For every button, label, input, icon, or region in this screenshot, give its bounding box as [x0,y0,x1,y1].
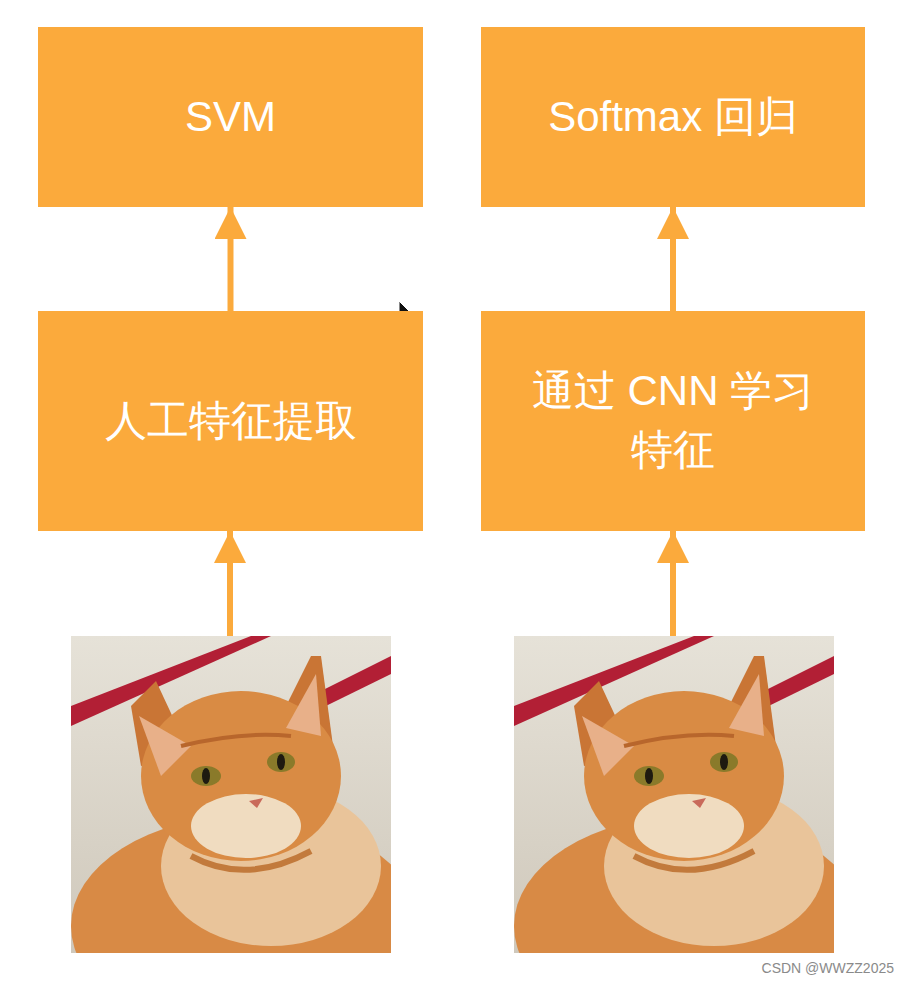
input-arrow [227,531,233,636]
process-box: 通过 CNN 学习 特征 [481,311,865,531]
cat-photo [514,636,864,983]
box-label: 通过 CNN 学习 特征 [511,362,835,480]
box-label: SVM [185,88,276,147]
process-box: Softmax 回归 [481,27,865,207]
process-box: SVM [38,27,423,207]
process-box: 人工特征提取 [38,311,423,531]
box-label: Softmax 回归 [548,88,798,147]
flow-arrow [670,207,676,311]
watermark: CSDN @WWZZ2025 [762,960,894,976]
input-arrow [670,531,676,636]
box-label: 人工特征提取 [105,392,357,451]
cat-photo [71,636,421,983]
flow-arrow [228,207,234,311]
